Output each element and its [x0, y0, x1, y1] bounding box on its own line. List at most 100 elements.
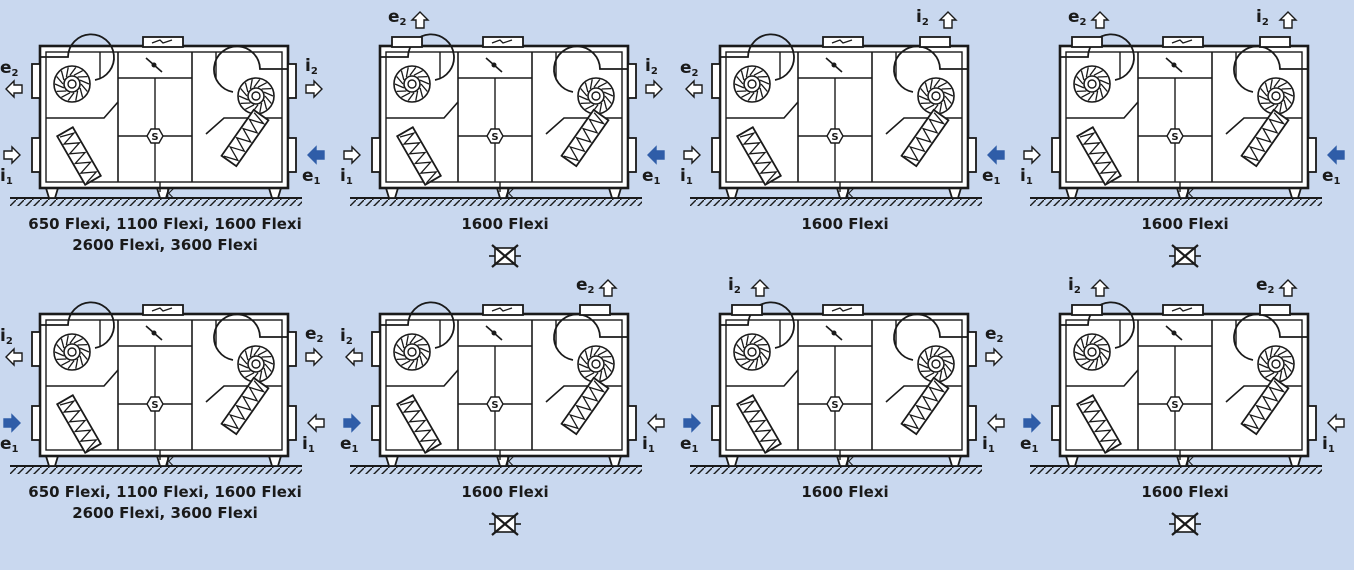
fan-blade	[1284, 95, 1292, 104]
fan-blade	[394, 83, 405, 89]
caption-line: 1600 Flexi	[1141, 483, 1229, 501]
port-label-e1: e1	[302, 166, 321, 187]
fan-housing	[379, 301, 455, 349]
airflow-arrow-up	[1090, 11, 1110, 29]
filter-icon	[220, 108, 270, 168]
fan-blade	[603, 367, 608, 378]
port-label-e2: e2	[305, 324, 324, 345]
fan-blade	[920, 356, 928, 365]
fan-blade	[420, 351, 428, 360]
fan-wheel	[1073, 65, 1111, 103]
port-label-subscript: 1	[12, 444, 19, 455]
duct-stub-lower-right	[967, 137, 977, 173]
port-label-subscript: 2	[588, 285, 595, 296]
partition-upper	[439, 52, 557, 78]
port-label-subscript: 1	[988, 444, 995, 455]
port-label-subscript: 2	[1262, 17, 1269, 28]
exchanger-hex	[1166, 128, 1184, 144]
fan-blade	[1081, 92, 1091, 98]
fan-blade	[79, 347, 90, 353]
fan-blade	[1099, 355, 1104, 366]
port-label-subscript: 2	[1268, 285, 1275, 296]
airflow-arrow	[685, 79, 703, 99]
unit-inner-wall	[725, 319, 963, 451]
fan-blade	[1081, 360, 1091, 366]
fan-blade	[415, 358, 419, 369]
fan-blade	[400, 338, 405, 349]
port-label-subscript: 2	[1080, 17, 1087, 28]
fan-blade	[1080, 338, 1085, 349]
fan-hub	[63, 343, 81, 361]
fan-hub	[247, 355, 265, 373]
fan-housing	[39, 33, 115, 81]
airflow-arrow	[305, 79, 323, 99]
port-label-i2: i2	[645, 56, 658, 77]
fan-housing	[39, 301, 115, 349]
ground-hatch	[10, 466, 302, 474]
caption-line: 1600 Flexi	[801, 215, 889, 233]
fan-blade	[1076, 344, 1084, 353]
fan-housing	[553, 313, 629, 361]
fan-blade	[1283, 91, 1294, 97]
fan-blade	[593, 79, 601, 88]
fan-wheel	[733, 333, 771, 371]
fan-blade	[740, 70, 745, 81]
fan-icon	[1233, 45, 1309, 115]
airflow-arrow	[5, 79, 23, 99]
fan-blade	[1089, 335, 1097, 344]
unit-foot	[947, 187, 963, 199]
duct-stub-upper-left	[31, 63, 41, 99]
port-label-e1: e1	[680, 434, 699, 455]
port-label-subscript: 2	[997, 334, 1004, 345]
duct-stub-top-right	[1259, 304, 1291, 316]
fan-hub	[247, 87, 265, 105]
fan-housing	[719, 33, 795, 81]
fan-blade	[259, 370, 263, 381]
duct-stub-lower-right	[1307, 137, 1317, 173]
fan-hub-inner	[1087, 79, 1097, 89]
port-label-e1: e1	[982, 166, 1001, 187]
unit-foot	[267, 187, 283, 199]
duct-stub-lower-left	[371, 137, 381, 173]
damper-pivot	[831, 330, 837, 336]
filter-pleats	[563, 112, 606, 162]
fan-blade	[253, 79, 261, 88]
top-connector	[142, 304, 184, 316]
fan-blade	[249, 347, 253, 358]
fan-blade	[1076, 76, 1084, 85]
partition-upper	[99, 52, 217, 78]
fan-icon	[553, 313, 629, 383]
caption-line: 2600 Flexi, 3600 Flexi	[72, 236, 258, 254]
condensate-label: K	[166, 187, 175, 201]
fan-hub-inner	[747, 347, 757, 357]
fan-blade	[54, 83, 65, 89]
airflow-arrow	[683, 145, 701, 165]
airflow-arrow-up	[598, 279, 618, 297]
fan-blade	[54, 351, 65, 357]
fan-blade	[61, 360, 71, 366]
port-label-subscript: 2	[12, 68, 19, 79]
connector-symbol	[831, 39, 853, 44]
airflow-arrow-up	[410, 11, 430, 29]
unit-foot	[607, 455, 623, 467]
fan-blade	[924, 350, 929, 361]
port-label-subscript: 2	[400, 17, 407, 28]
connector-symbol	[151, 307, 173, 312]
port-label-subscript: 1	[6, 176, 13, 187]
fan-blade	[419, 87, 424, 98]
airflow-arrow	[345, 347, 363, 367]
fan-blade	[1273, 347, 1281, 356]
fan-hub-inner	[67, 79, 77, 89]
fan-blade	[1269, 347, 1273, 358]
exchanger-label: S	[826, 396, 844, 412]
fan-blade	[401, 92, 411, 98]
icon-cross	[1171, 244, 1199, 268]
damper-pivot	[1171, 330, 1177, 336]
filter-pleats	[739, 131, 778, 184]
fan-blade	[396, 344, 404, 353]
fan-blade	[597, 82, 607, 88]
fan-hub	[743, 75, 761, 93]
